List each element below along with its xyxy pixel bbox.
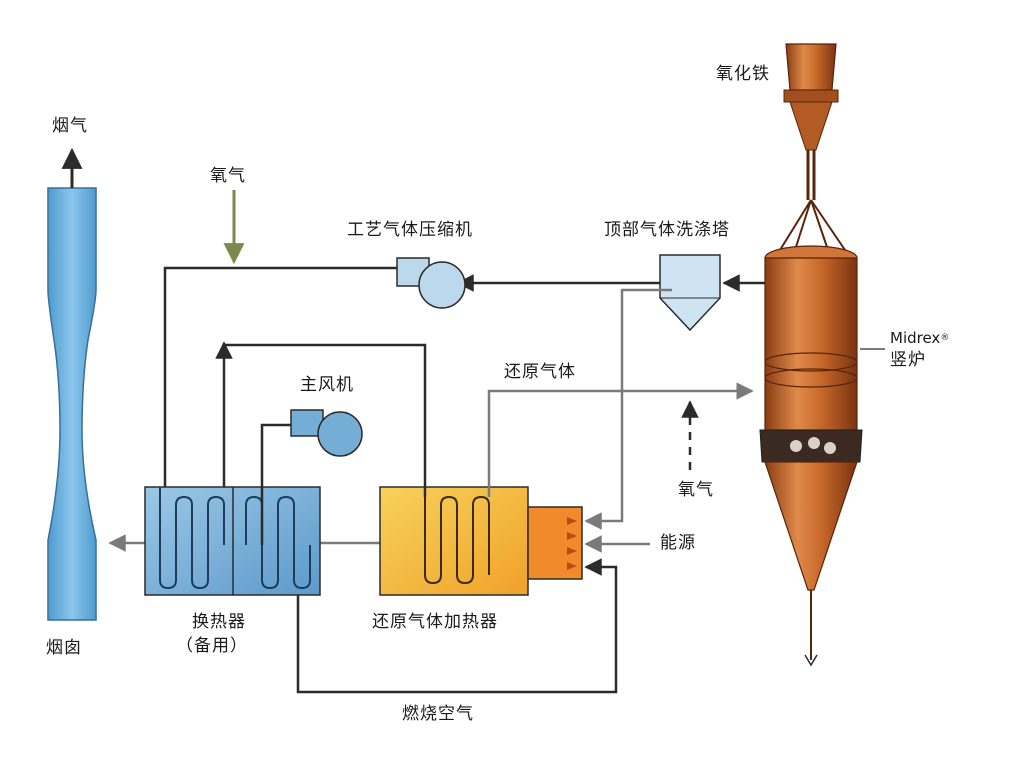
top-gas-scrubber	[659, 254, 721, 332]
midrex-shaft-furnace	[759, 43, 863, 667]
compressor-label: 工艺气体压缩机	[347, 220, 473, 240]
heat-exchanger	[144, 486, 321, 596]
reducing-gas-line	[487, 382, 754, 497]
reducing-gas-label: 还原气体	[504, 362, 576, 382]
combustion-air-label: 燃烧空气	[402, 704, 474, 724]
burner-box	[527, 506, 583, 580]
chimney-label: 烟囱	[46, 638, 82, 658]
midrex-brand-label: Midrex®	[890, 329, 950, 347]
fuel-gas-line	[584, 288, 672, 530]
flue-gas-label: 烟气	[52, 116, 88, 136]
oxygen-side-label: 氧气	[678, 480, 714, 500]
reducing-gas-heater	[379, 380, 583, 596]
flame-icon	[567, 517, 577, 570]
exchanger-to-heater-line	[224, 343, 427, 497]
shaft-furnace-label: 竖炉	[890, 350, 926, 370]
product-out-arrow	[804, 654, 818, 667]
chimney	[47, 147, 97, 621]
main-blower-label: 主风机	[300, 375, 354, 395]
compressor-outlet-line	[163, 266, 397, 487]
combustion-air-line	[296, 558, 618, 694]
energy-source-label: 能源	[660, 533, 696, 553]
heat-exchanger-label: 换热器	[192, 612, 246, 632]
iron-oxide-label: 氧化铁	[716, 64, 770, 84]
heat-exchanger-note: （备用）	[176, 636, 248, 656]
scrubber-label: 顶部气体洗涤塔	[604, 220, 730, 240]
heater-label: 还原气体加热器	[372, 612, 498, 632]
process-gas-compressor	[396, 257, 466, 309]
blower-to-exchanger-line	[260, 423, 291, 545]
main-blower	[290, 409, 363, 457]
oxygen-top-label: 氧气	[210, 166, 246, 186]
